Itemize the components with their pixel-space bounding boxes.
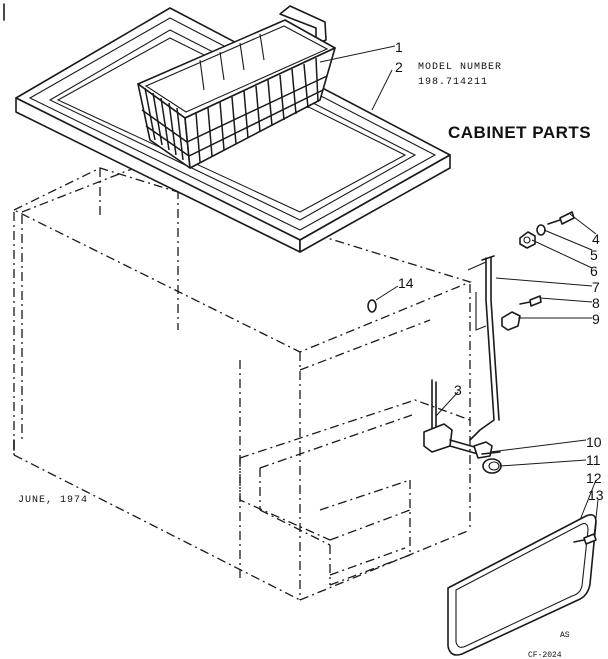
callout-6: 6 [590,263,598,279]
callout-1: 1 [395,39,403,55]
callout-14: 14 [398,275,414,291]
callout-13: 13 [588,487,604,503]
code-label: AS [560,631,570,640]
callout-numbers: 1 2 3 4 5 6 7 8 9 10 11 12 13 14 [395,39,604,503]
margin-marks [3,3,15,451]
model-number: 198.714211 [418,77,488,88]
model-label: MODEL NUMBER [418,62,502,73]
footer-block: JUNE, 1974 AS CF-2024 [18,495,570,659]
callout-11: 11 [586,452,601,468]
drawing-number: CF-2024 [528,651,562,659]
leader-lines [319,45,599,537]
page-title: CABINET PARTS [448,123,591,142]
storage-basket [137,5,336,169]
drain-plug [367,299,377,313]
callout-5: 5 [590,247,598,263]
callout-12: 12 [586,470,602,486]
callout-3: 3 [454,382,462,398]
callout-7: 7 [592,279,600,295]
callout-4: 4 [592,231,600,247]
control-assembly [423,379,502,474]
issue-date: JUNE, 1974 [18,495,88,506]
callout-9: 9 [592,311,600,327]
cabinet-body-phantom [12,109,472,601]
callout-10: 10 [586,434,602,450]
title-block: MODEL NUMBER 198.714211 CABINET PARTS [418,62,591,142]
lid-hinge-hardware [467,211,575,441]
callout-8: 8 [592,295,600,311]
callout-2: 2 [395,59,403,75]
access-panel [447,514,597,656]
